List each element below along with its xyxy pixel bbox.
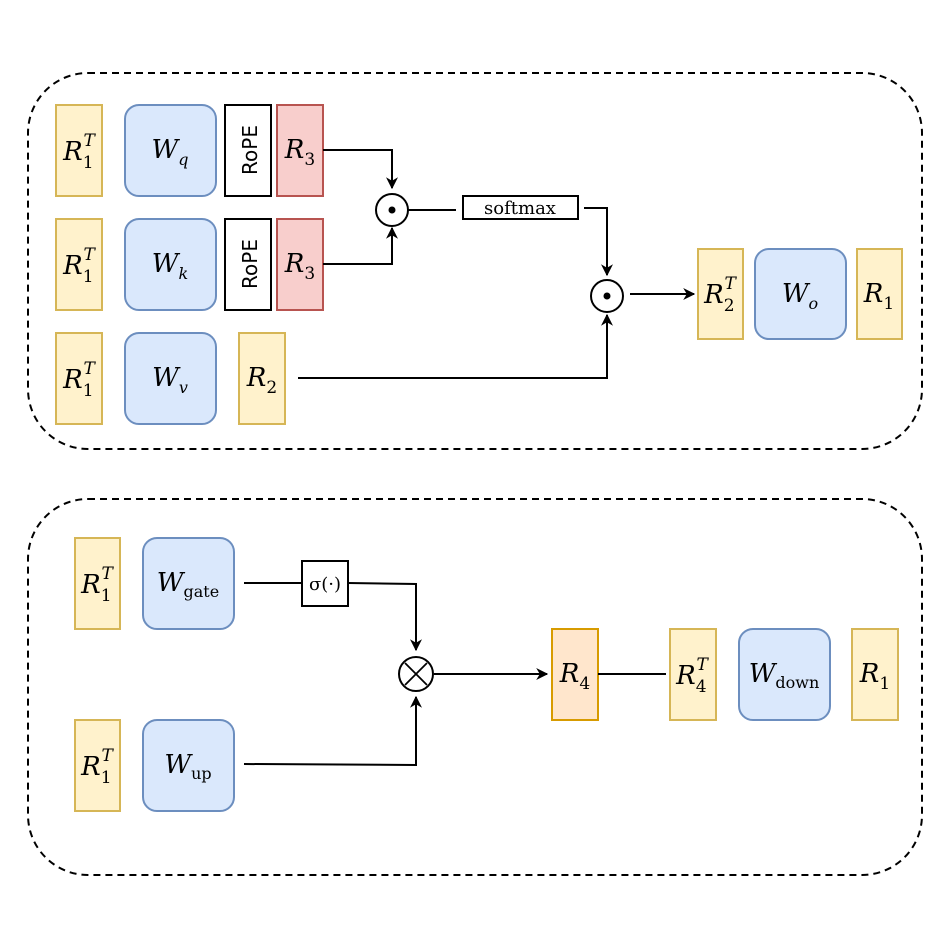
svg-text:R1T: R1T	[62, 131, 96, 173]
svg-text:R1T: R1T	[80, 564, 114, 606]
svg-text:R2T: R2T	[703, 274, 737, 316]
svg-text:Wo: Wo	[782, 279, 818, 313]
r1-block-mlp-out: R1	[851, 628, 899, 721]
svg-text:R1T: R1T	[80, 746, 114, 788]
wk-block: Wk	[124, 218, 217, 311]
svg-text:σ(·): σ(·)	[309, 574, 341, 595]
svg-text:R2: R2	[246, 363, 277, 398]
wgate-block: Wgate	[142, 537, 235, 630]
rope-block-q: RoPE	[224, 104, 272, 197]
v-row: R1T Wv R2	[55, 332, 286, 425]
svg-text:R1: R1	[859, 659, 890, 694]
wup-block: Wup	[142, 719, 235, 812]
r2-block: R2	[238, 332, 286, 425]
svg-text:R3: R3	[284, 135, 315, 170]
k-row: R1T Wk RoPE R3	[55, 218, 324, 311]
wq-block: Wq	[124, 104, 217, 197]
softmax-box: softmax	[462, 195, 579, 220]
svg-text:R4: R4	[559, 659, 590, 694]
svg-text:RoPE: RoPE	[238, 125, 262, 175]
svg-text:R1: R1	[863, 279, 894, 314]
svg-text:R4T: R4T	[675, 655, 709, 697]
r1t-block-k: R1T	[55, 218, 103, 311]
svg-text:R1T: R1T	[62, 245, 96, 287]
r3-block-k: R3	[276, 218, 324, 311]
softmax-to-av-arrow	[584, 207, 613, 277]
av-hadamard-node	[590, 279, 624, 313]
svg-text:Wk: Wk	[152, 249, 188, 283]
up-row: R1T Wup	[74, 719, 235, 812]
r4t-block: R4T	[669, 628, 717, 721]
gate-row: R1T Wgate	[74, 537, 235, 630]
r2t-block: R2T	[697, 248, 744, 340]
mlp-block-container	[27, 498, 923, 876]
r1t-block-up: R1T	[74, 719, 121, 812]
r4-block: R4	[551, 628, 599, 721]
qk-hadamard-node	[375, 193, 409, 227]
svg-text:Wup: Wup	[164, 750, 211, 783]
sigma-activation-box: σ(·)	[301, 560, 349, 607]
r3-block-q: R3	[276, 104, 324, 197]
r1t-block-q: R1T	[55, 104, 103, 197]
q-row: R1T Wq RoPE R3	[55, 104, 324, 197]
svg-text:softmax: softmax	[484, 198, 556, 219]
up-to-mult-arrow	[243, 695, 422, 767]
attention-block-container	[27, 72, 923, 450]
k-to-qk-arrow	[323, 226, 398, 265]
sigma-to-mult-arrow	[347, 582, 422, 652]
wo-block: Wo	[754, 248, 847, 340]
svg-text:R1T: R1T	[62, 359, 96, 401]
svg-text:RoPE: RoPE	[238, 239, 262, 289]
r1-block-attn-out: R1	[856, 248, 903, 340]
rope-block-k: RoPE	[224, 218, 272, 311]
svg-text:Wdown: Wdown	[749, 659, 820, 692]
svg-text:Wv: Wv	[152, 363, 188, 397]
wdown-block: Wdown	[738, 628, 831, 721]
svg-text:R3: R3	[284, 249, 315, 284]
q-to-qk-arrow	[323, 149, 398, 190]
wv-block: Wv	[124, 332, 217, 425]
r1t-block-gate: R1T	[74, 537, 121, 630]
svg-text:Wgate: Wgate	[157, 568, 219, 601]
v-to-av-arrow	[298, 313, 613, 379]
r1t-block-v: R1T	[55, 332, 103, 425]
elementwise-mult-node	[398, 656, 434, 692]
svg-text:Wq: Wq	[152, 135, 189, 169]
